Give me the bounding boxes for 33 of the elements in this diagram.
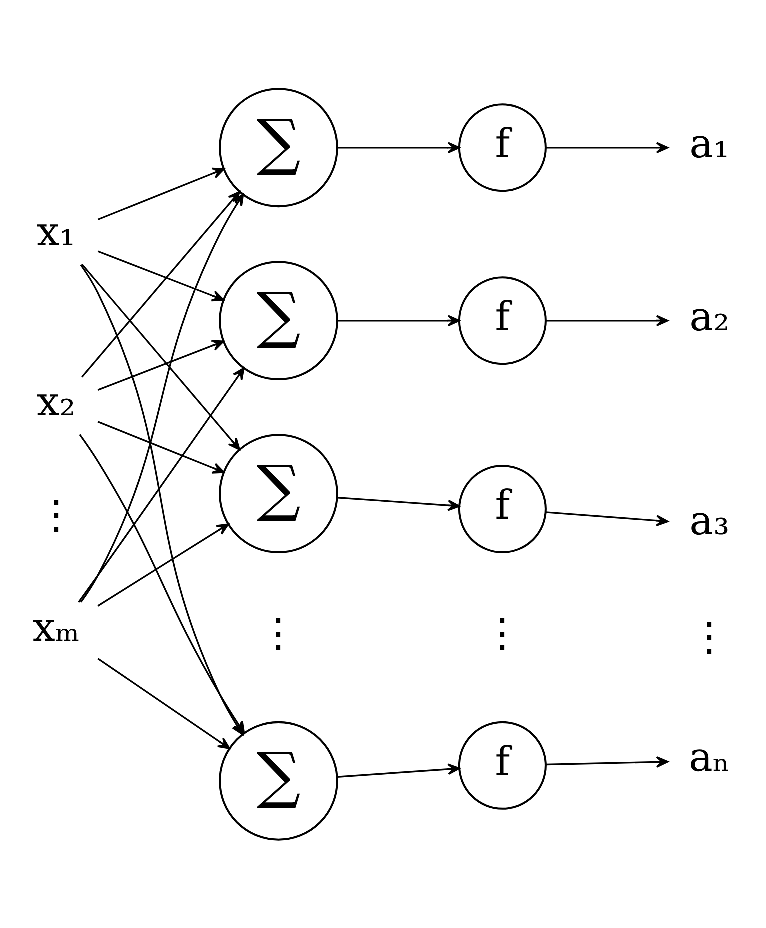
- node-circle: f: [458, 720, 547, 810]
- node-circle: f: [458, 103, 547, 192]
- label: ⋮: [36, 492, 76, 538]
- node-circle: f: [458, 464, 547, 554]
- node-circle: f: [458, 276, 547, 365]
- arrow: [98, 250, 224, 302]
- arrow: [82, 263, 240, 450]
- arrow: [338, 314, 460, 326]
- node-circle: ∑: [219, 434, 338, 554]
- node-text: a₃: [690, 498, 730, 544]
- arrow: [546, 314, 669, 326]
- node-text: a₂: [690, 294, 730, 340]
- node-text: aₙ: [689, 734, 730, 780]
- arrow: [98, 340, 224, 391]
- arrow: [546, 142, 669, 154]
- arrow: [98, 523, 230, 606]
- arrow: [98, 167, 225, 220]
- arrow: [338, 763, 460, 778]
- arrow: [80, 193, 244, 602]
- arrow: [546, 511, 669, 526]
- arrow: [98, 420, 225, 474]
- arrow: [546, 756, 669, 768]
- label: ⋮: [482, 610, 523, 657]
- arrow: [338, 142, 460, 154]
- arrow: [338, 496, 460, 511]
- node-text: xₘ: [32, 604, 80, 651]
- arrow: [98, 658, 230, 749]
- label: ⋮: [690, 614, 730, 660]
- arrow: [78, 367, 245, 602]
- node-text: x₂: [36, 379, 76, 426]
- label: ⋮: [258, 610, 299, 657]
- node-text: x₁: [36, 209, 76, 256]
- node-text: a₁: [690, 121, 730, 168]
